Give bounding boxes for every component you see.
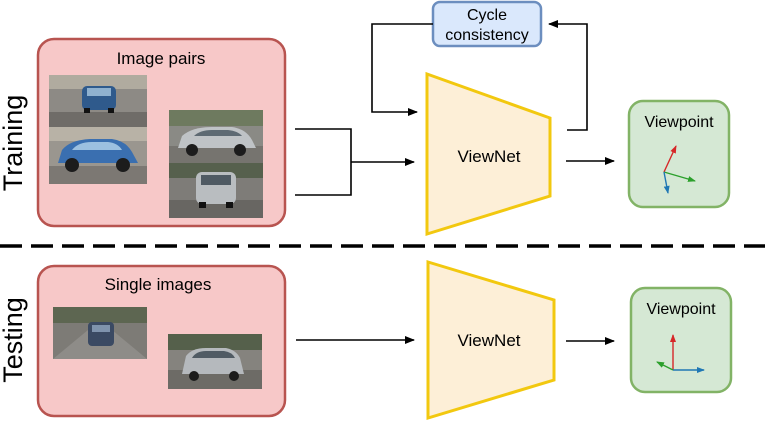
coordinate-axes-icon [663,145,696,194]
testing-row-label: Testing [0,297,28,383]
cycle-consistency-line-1: Cycle [467,7,507,24]
single-images-title: Single images [105,275,212,294]
coordinate-axes-icon [656,334,705,373]
car-photo [53,307,147,359]
viewnet-training [425,71,552,237]
car-photo [168,334,262,389]
pair-merge-connector [295,128,415,196]
car-photo [49,75,147,127]
cycle-consistency-line-2: consistency [445,27,529,44]
single-image-1 [53,307,147,359]
viewpoint-testing-title: Viewpoint [646,301,716,318]
image-pair-1 [49,75,147,184]
car-photo [169,163,263,218]
viewnet-testing-label: ViewNet [458,331,521,350]
viewpoint-output-testing [629,286,733,394]
viewpoint-training-title: Viewpoint [644,114,714,131]
viewnet-testing [426,259,556,421]
image-pairs-title: Image pairs [117,49,206,68]
image-pair-2 [169,110,263,218]
cycle-feedback-loop [371,20,588,131]
car-photo [49,127,147,184]
viewpoint-output-training [627,99,731,209]
car-photo [169,110,263,163]
single-image-2 [168,334,262,389]
viewnet-training-label: ViewNet [458,147,521,166]
training-row-label: Training [0,95,28,192]
